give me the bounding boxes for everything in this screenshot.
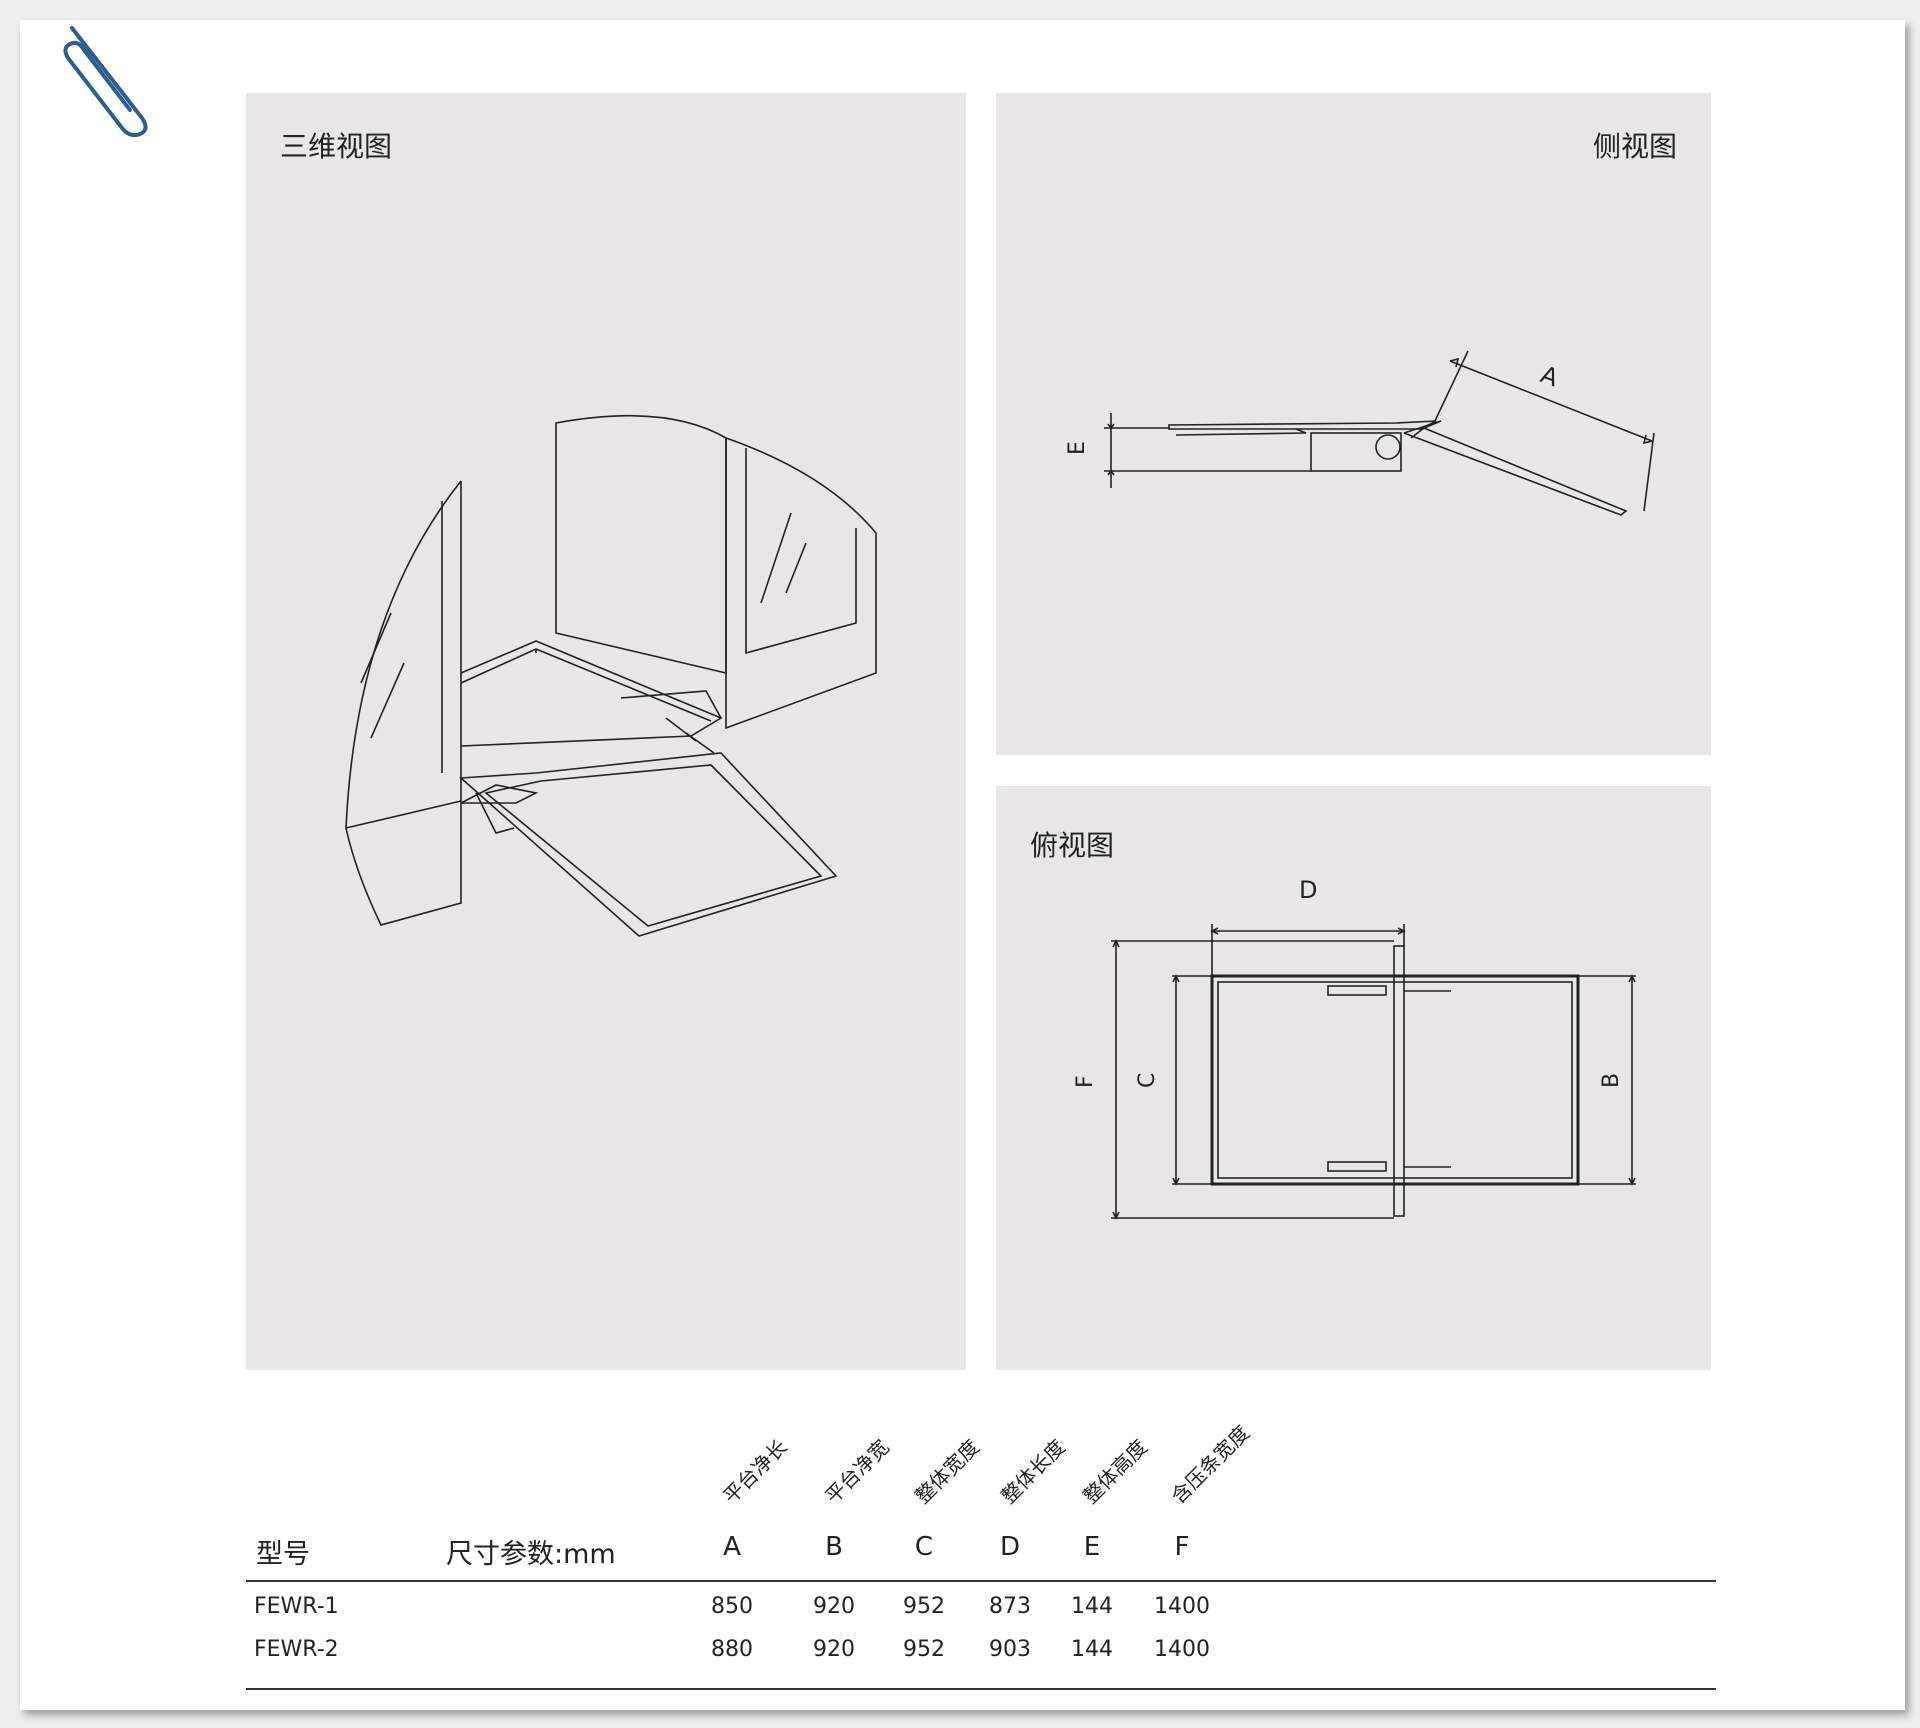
col-letter: F — [1174, 1532, 1190, 1562]
dim-f-label: F — [1073, 1075, 1098, 1088]
value-cell: 1400 — [1154, 1594, 1210, 1619]
iso-view-panel: 三维视图 — [246, 93, 966, 1370]
col-letter: B — [825, 1532, 843, 1562]
col-desc: 整体宽度 — [910, 1434, 984, 1509]
col-desc: 整体高度 — [1078, 1434, 1152, 1509]
top-view-panel: 俯视图 — [996, 786, 1711, 1370]
document-sheet: 三维视图 — [20, 20, 1905, 1710]
col-letter: D — [999, 1532, 1021, 1562]
col-desc: 整体长度 — [996, 1434, 1070, 1509]
value-cell: 920 — [813, 1594, 855, 1619]
dim-a-label: A — [1537, 360, 1563, 392]
iso-drawing — [345, 414, 877, 937]
model-header: 型号 — [256, 1539, 310, 1570]
table-row: FEWR-2 880 920 952 903 144 1400 — [246, 1637, 1716, 1677]
value-cell: 952 — [903, 1594, 945, 1619]
iso-view-title: 三维视图 — [280, 130, 393, 163]
dim-e-label: E — [1065, 441, 1090, 455]
top-view-title: 俯视图 — [1030, 829, 1115, 862]
spec-table: 型号 尺寸参数:mm 平台净长 平台净宽 整体宽度 整体长度 整体高度 含压条宽… — [246, 1420, 1716, 1690]
col-letter: E — [1083, 1532, 1101, 1562]
side-drawing: E A — [1065, 350, 1655, 516]
value-cell: 144 — [1071, 1637, 1113, 1662]
header-rule — [246, 1580, 1716, 1582]
model-cell: FEWR-2 — [254, 1637, 339, 1662]
value-cell: 903 — [989, 1637, 1031, 1662]
side-view-title: 侧视图 — [1592, 130, 1677, 163]
value-cell: 920 — [813, 1637, 855, 1662]
dim-b-label: B — [1599, 1073, 1624, 1088]
col-desc: 平台净宽 — [820, 1434, 894, 1509]
params-header: 尺寸参数:mm — [446, 1539, 616, 1570]
col-letter: C — [914, 1532, 934, 1562]
bottom-rule — [246, 1688, 1716, 1690]
paperclip-icon — [63, 26, 148, 138]
value-cell: 873 — [989, 1594, 1031, 1619]
model-cell: FEWR-1 — [254, 1594, 339, 1619]
col-desc: 平台净长 — [718, 1434, 792, 1509]
value-cell: 850 — [711, 1594, 753, 1619]
value-cell: 1400 — [1154, 1637, 1210, 1662]
value-cell: 880 — [711, 1637, 753, 1662]
value-cell: 144 — [1071, 1594, 1113, 1619]
side-view-panel: 侧视图 E A — [996, 93, 1711, 755]
dim-c-label: C — [1135, 1073, 1160, 1088]
dim-d-label: D — [1299, 876, 1317, 904]
col-letter: A — [723, 1532, 741, 1562]
value-cell: 952 — [903, 1637, 945, 1662]
col-desc: 含压条宽度 — [1166, 1420, 1255, 1509]
top-drawing: D F C B — [1073, 876, 1636, 1220]
table-row: FEWR-1 850 920 952 873 144 1400 — [246, 1594, 1716, 1634]
